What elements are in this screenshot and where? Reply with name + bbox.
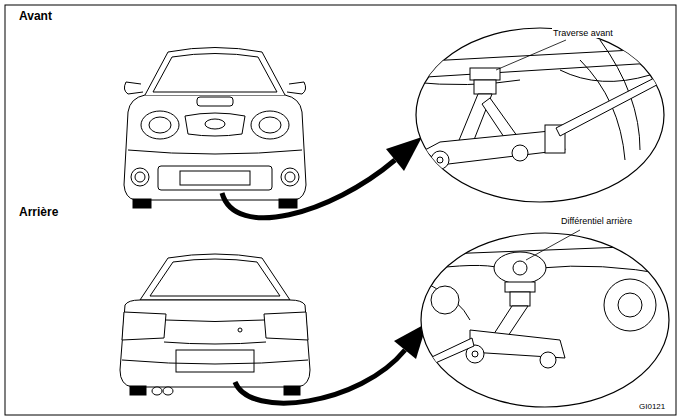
line-art <box>197 97 233 106</box>
line-art <box>120 300 310 387</box>
line-art <box>238 328 242 332</box>
line-art <box>410 40 670 169</box>
line-art <box>386 137 422 171</box>
part-label: Différentiel arrière <box>560 216 633 226</box>
pointer-arrow <box>222 137 427 403</box>
line-art <box>264 312 308 340</box>
line-art <box>437 157 443 163</box>
line-art <box>185 113 245 136</box>
front-car <box>124 48 306 209</box>
line-art <box>279 199 297 208</box>
line-art <box>618 293 642 317</box>
line-art <box>164 342 266 344</box>
line-art <box>205 119 225 129</box>
line-art <box>512 145 528 161</box>
section-heading: Avant <box>18 10 53 24</box>
line-art <box>135 172 145 182</box>
line-art <box>494 252 546 284</box>
line-art <box>166 320 264 322</box>
line-art <box>122 312 166 340</box>
line-art <box>124 95 306 200</box>
line-art <box>287 82 306 94</box>
line-art <box>150 259 280 296</box>
line-art <box>122 360 308 364</box>
line-art <box>526 230 580 260</box>
line-art <box>284 386 300 395</box>
line-art <box>149 117 171 133</box>
line-art <box>285 172 295 182</box>
line-art <box>140 254 290 300</box>
rear-car <box>120 254 310 395</box>
section-heading: Arrière <box>18 206 59 220</box>
line-art <box>496 40 566 70</box>
part-label: Traverse avant <box>552 28 614 38</box>
line-art <box>130 386 146 395</box>
line-art <box>513 261 527 275</box>
line-art <box>510 292 530 306</box>
line-art <box>141 111 179 139</box>
line-art <box>180 171 250 185</box>
line-art <box>431 286 459 314</box>
line-art <box>128 150 302 154</box>
line-art <box>560 70 650 81</box>
frame-border <box>5 5 676 415</box>
line-art <box>153 54 277 93</box>
line-art <box>410 80 520 85</box>
line-art <box>124 82 143 94</box>
line-art <box>474 80 496 94</box>
front-jack-inset <box>410 28 670 202</box>
line-art <box>430 285 470 320</box>
line-art <box>145 48 285 96</box>
line-art <box>158 166 272 190</box>
rear-jack-inset <box>415 230 675 407</box>
line-art <box>420 245 675 255</box>
line-art <box>472 351 478 357</box>
line-art <box>415 338 474 372</box>
line-art <box>604 279 656 331</box>
line-art <box>133 199 151 208</box>
line-art <box>540 266 670 275</box>
line-art <box>152 387 162 395</box>
line-art <box>431 151 449 169</box>
line-art <box>176 350 254 372</box>
line-art <box>415 245 675 372</box>
line-art <box>556 70 670 136</box>
line-art <box>420 265 500 270</box>
line-art <box>421 233 669 407</box>
line-art <box>235 350 405 403</box>
line-art <box>470 68 500 80</box>
line-art <box>259 117 281 133</box>
line-art <box>281 168 299 186</box>
line-art <box>131 168 149 186</box>
line-art <box>163 387 173 395</box>
figure-code: GI0121 <box>638 402 666 411</box>
line-art <box>540 352 556 368</box>
line-art <box>410 48 670 78</box>
line-art <box>505 282 535 292</box>
line-art <box>251 111 289 139</box>
line-art <box>222 160 395 218</box>
